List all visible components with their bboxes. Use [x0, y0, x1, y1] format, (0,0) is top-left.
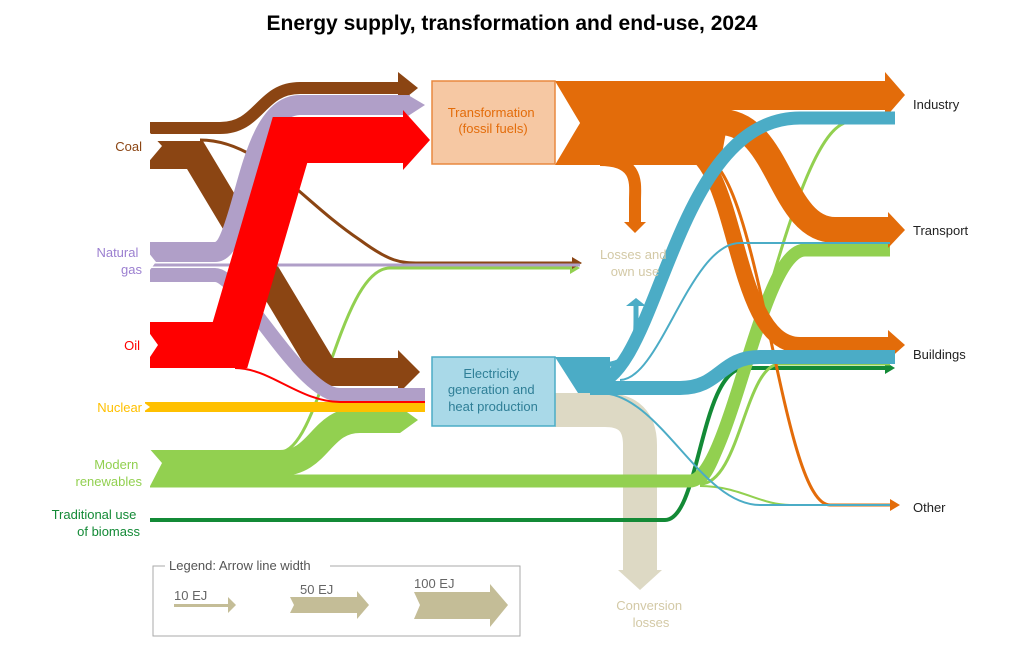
flow-nuclear — [143, 402, 425, 412]
end-use-label-industry: Industry — [913, 97, 960, 112]
end-use-label-other: Other — [913, 500, 946, 515]
end-use-label-buildings: Buildings — [913, 347, 966, 362]
source-label-traditional-biomass: Traditional use of biomass — [52, 507, 141, 539]
legend-label-10: 10 EJ — [174, 588, 207, 603]
flow-electricity-outputs — [555, 111, 895, 506]
electricity-label-1: Electricity — [463, 366, 519, 381]
svg-text:Transformation (fossil f: Transformation (fossil fuels) — [448, 105, 539, 136]
diagram-title: Energy supply, transformation and end-us… — [266, 12, 758, 35]
electricity-node: Electricity generation and heat producti… — [431, 356, 556, 427]
source-label-modern-renewables: Modern renewables — [76, 457, 143, 489]
legend-arrow-10 — [174, 597, 236, 613]
electricity-label-3: heat production — [448, 399, 538, 414]
legend-label-100: 100 EJ — [414, 576, 454, 591]
flow-transformation-outputs — [555, 72, 905, 511]
source-label-natural-gas: Natural gas — [96, 245, 142, 277]
transformation-label-1: Transformation — [448, 105, 535, 120]
legend-arrow-100 — [414, 584, 508, 627]
flow-oil — [140, 110, 430, 403]
electricity-label-2: generation and — [448, 382, 535, 397]
svg-text:Electricity generation a: Electricity generation and heat producti… — [448, 366, 538, 414]
losses-own-use-label: Losses and own use — [600, 247, 670, 279]
flow-natural-gas — [140, 95, 580, 402]
source-label-nuclear: Nuclear — [97, 400, 142, 415]
flow-conversion-losses — [555, 393, 662, 590]
source-label-coal: Coal — [115, 139, 142, 154]
transformation-node: Transformation (fossil fuels) — [431, 80, 556, 165]
legend-label-50: 50 EJ — [300, 582, 333, 597]
conversion-losses-label: Conversion losses — [616, 598, 685, 630]
legend-arrow-50 — [290, 591, 369, 619]
legend: Legend: Arrow line width 10 EJ 50 EJ 100… — [152, 558, 521, 637]
source-label-oil: Oil — [124, 338, 140, 353]
end-use-label-transport: Transport — [913, 223, 969, 238]
transformation-label-2: (fossil fuels) — [458, 121, 527, 136]
legend-title: Legend: Arrow line width — [169, 558, 311, 573]
